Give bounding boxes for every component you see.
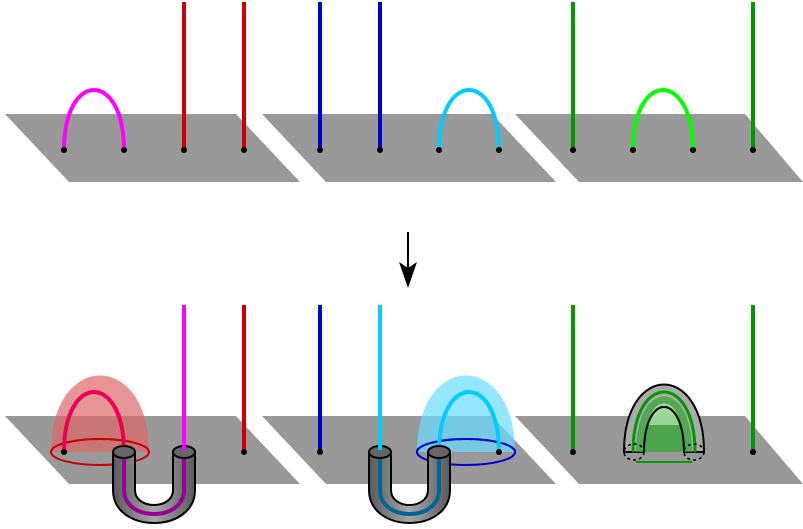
tube-mouth bbox=[623, 443, 645, 461]
point bbox=[496, 147, 502, 153]
tube-mouth bbox=[683, 443, 705, 461]
point bbox=[690, 147, 696, 153]
cyan-arc bbox=[437, 88, 501, 151]
point bbox=[241, 449, 247, 455]
plane bbox=[262, 114, 556, 182]
u-tube-core bbox=[122, 452, 186, 516]
plane bbox=[515, 114, 803, 182]
point bbox=[61, 147, 67, 153]
u-tube-core bbox=[378, 452, 441, 516]
crimson-arc bbox=[62, 390, 126, 453]
green-dome-highlight bbox=[648, 403, 680, 425]
point bbox=[317, 147, 323, 153]
tube-mouth bbox=[112, 445, 136, 459]
plane bbox=[5, 114, 300, 182]
point bbox=[377, 147, 383, 153]
point bbox=[181, 147, 187, 153]
u-tube bbox=[368, 451, 451, 524]
point bbox=[241, 147, 247, 153]
magenta-arc bbox=[62, 88, 126, 151]
point bbox=[750, 147, 756, 153]
point bbox=[61, 449, 67, 455]
cyan-arc bbox=[437, 390, 501, 453]
top-row bbox=[5, 2, 803, 182]
tube-mouth bbox=[427, 445, 451, 459]
top-right-panel bbox=[515, 2, 803, 182]
plane bbox=[5, 416, 300, 484]
point bbox=[570, 147, 576, 153]
bottom-middle-panel bbox=[262, 305, 556, 524]
top-left-panel bbox=[5, 2, 300, 182]
u-tube bbox=[112, 451, 196, 524]
bottom-row bbox=[5, 305, 803, 524]
lime-arc bbox=[631, 88, 695, 151]
point bbox=[121, 147, 127, 153]
point bbox=[570, 449, 576, 455]
point bbox=[317, 449, 323, 455]
point bbox=[436, 147, 442, 153]
bottom-right-panel bbox=[515, 305, 803, 484]
bottom-left-panel bbox=[5, 305, 300, 524]
inner-arch-line bbox=[643, 406, 685, 453]
point bbox=[630, 147, 636, 153]
point bbox=[496, 449, 502, 455]
point bbox=[750, 449, 756, 455]
top-middle-panel bbox=[262, 2, 556, 182]
down-arrow-icon bbox=[399, 232, 417, 288]
green-arc-outer bbox=[631, 390, 697, 453]
